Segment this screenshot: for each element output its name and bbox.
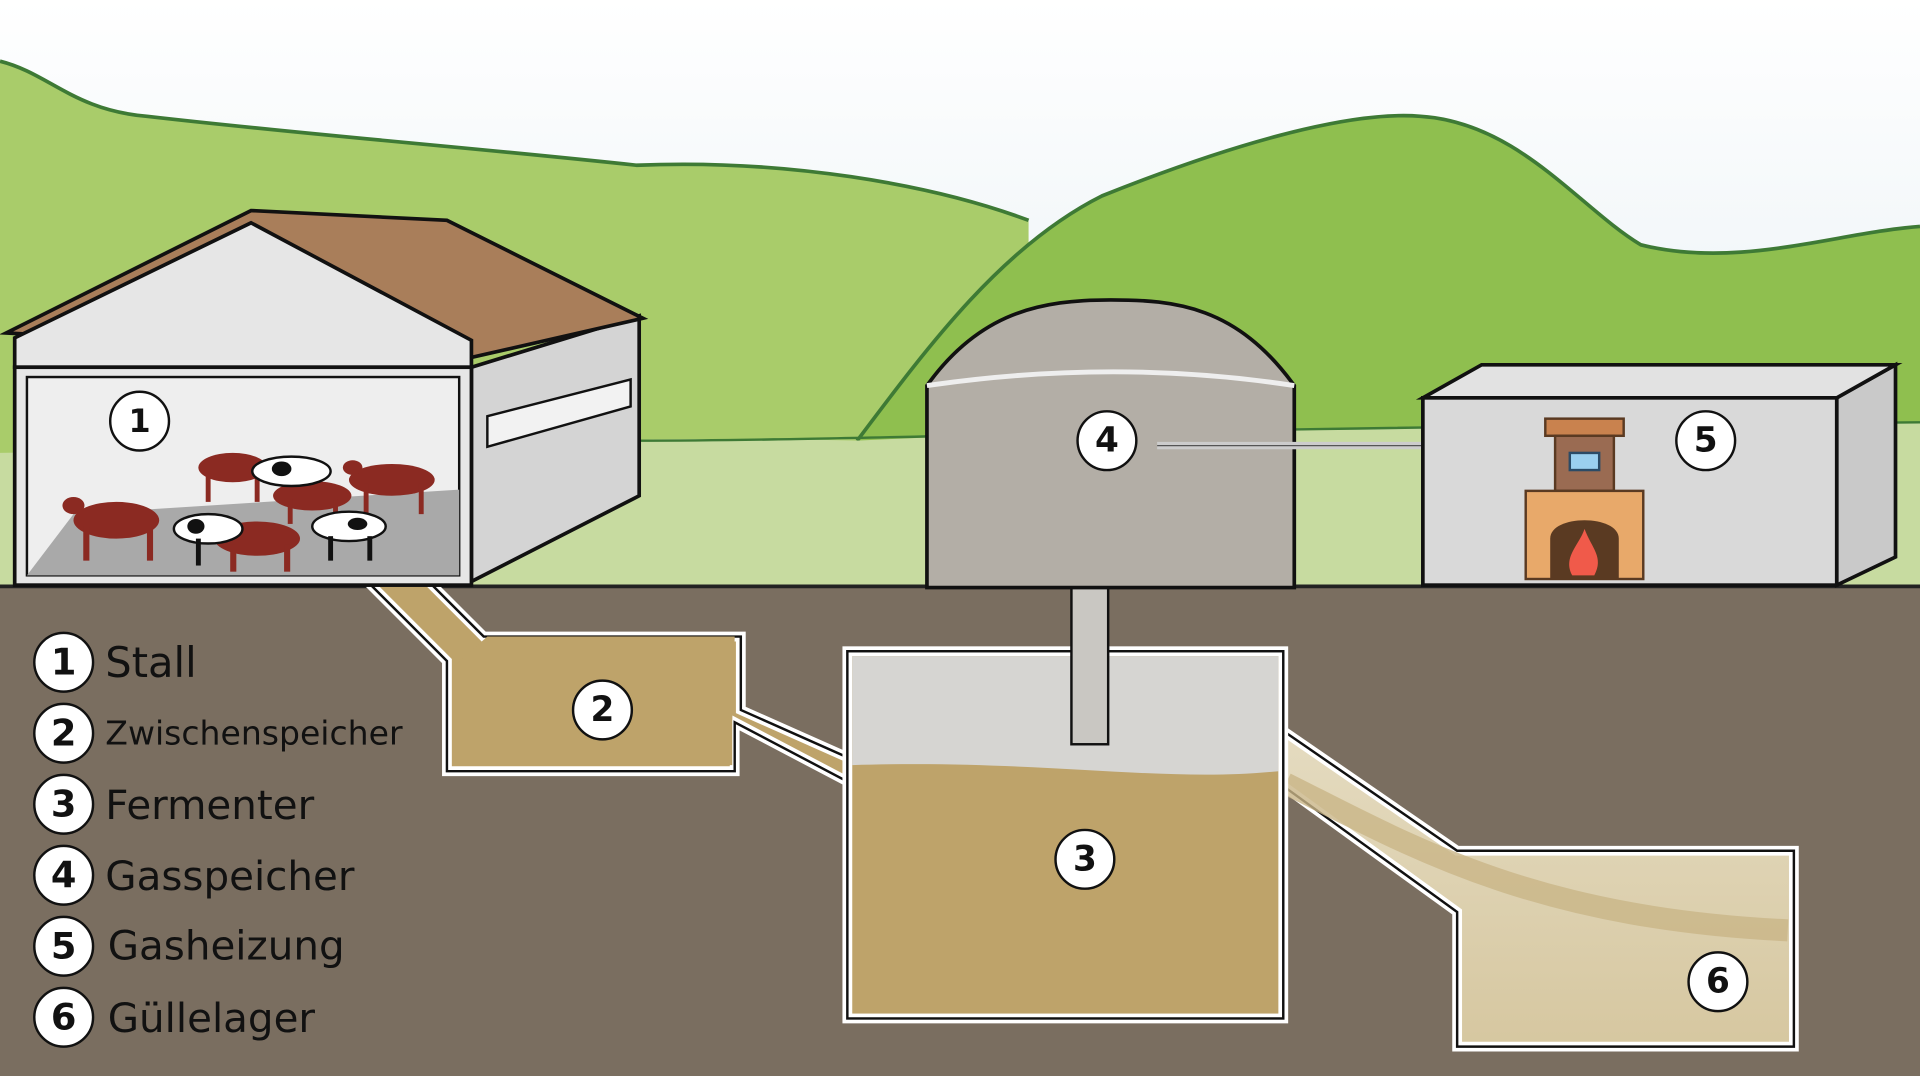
legend-number: 4	[51, 854, 77, 897]
marker-number: 2	[591, 690, 615, 730]
slurry-surface	[1280, 773, 1789, 942]
legend-number: 2	[51, 712, 77, 755]
flame-icon	[1569, 528, 1598, 576]
legend-number: 6	[51, 996, 77, 1039]
marker-number: 3	[1073, 839, 1097, 879]
legend-label: Stall	[105, 638, 196, 687]
legend-number: 3	[51, 783, 77, 826]
dome-rim	[926, 369, 1295, 389]
marker-number: 5	[1694, 421, 1718, 461]
heating-building-side	[1834, 361, 1898, 589]
legend-number: 1	[51, 641, 77, 684]
legend-label: Fermenter	[105, 781, 314, 829]
marker-number: 4	[1095, 421, 1119, 461]
legend-label: Zwischenspeicher	[105, 713, 403, 752]
gas-pipe-vertical	[1070, 586, 1110, 746]
marker-number: 6	[1706, 962, 1730, 1002]
barn-gable	[12, 220, 474, 370]
barn-window	[486, 377, 632, 449]
heating-building	[1415, 361, 1903, 589]
marker-number: 1	[129, 402, 151, 440]
marker-slurry-storage: 6	[1687, 951, 1749, 1013]
legend-item-gasheizung: 5 Gasheizung	[33, 915, 345, 977]
marker-gas-storage: 4	[1076, 410, 1138, 472]
legend-label: Gasspeicher	[105, 852, 355, 900]
marker-buffer: 2	[571, 679, 634, 741]
legend-item-fermenter: 3 Fermenter	[33, 773, 315, 835]
legend-label: Güllelager	[108, 994, 316, 1042]
marker-fermenter: 3	[1054, 828, 1116, 890]
legend-item-gasspeicher: 4 Gasspeicher	[33, 844, 355, 906]
slurry-system	[349, 570, 1799, 1052]
marker-stall: 1	[108, 390, 171, 452]
pipe-fermenter-to-storage-outline	[1278, 654, 1796, 1048]
cows	[62, 452, 435, 572]
hill-right-outline	[855, 113, 1920, 442]
legend-number: 5	[51, 925, 77, 968]
legend-label: Gasheizung	[108, 922, 345, 970]
fireplace-icon	[1524, 417, 1645, 581]
heating-building-roof	[1415, 362, 1903, 400]
legend-item-stall: 1 Stall	[33, 631, 197, 693]
fermenter-tank-outline	[846, 650, 1285, 1020]
barn	[0, 208, 649, 587]
fermenter-gas-space	[852, 656, 1279, 775]
legend-item-zwischenspeicher: 2 Zwischenspeicher	[33, 702, 403, 764]
marker-gas-heating: 5	[1675, 410, 1737, 472]
hill-left-outline	[0, 59, 1030, 223]
legend-item-guellelager: 6 Güllelager	[33, 986, 316, 1048]
